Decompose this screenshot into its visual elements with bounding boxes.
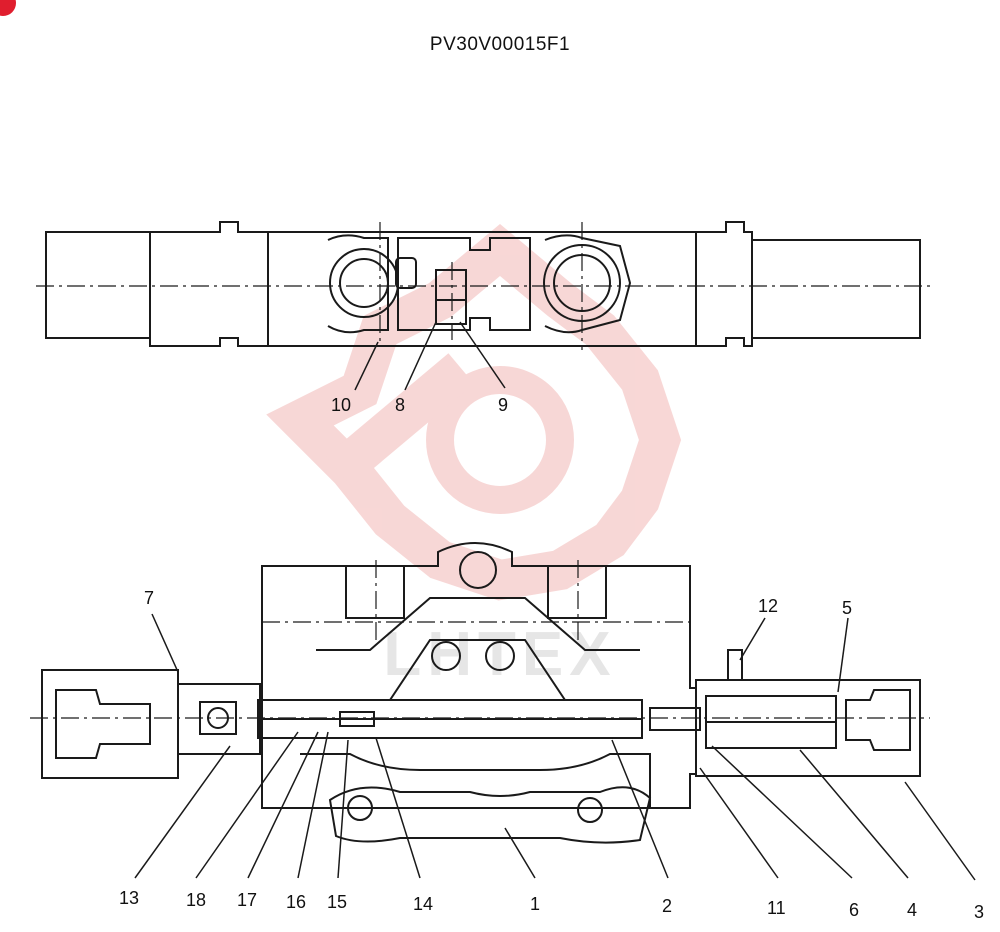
label-3: 3: [974, 902, 985, 922]
label-9: 9: [498, 395, 509, 415]
label-14: 14: [413, 894, 434, 914]
label-6: 6: [849, 900, 860, 920]
label-16: 16: [286, 892, 307, 912]
drawing-title: PV30V00015F1: [429, 34, 571, 55]
label-4: 4: [907, 900, 918, 920]
section-centerlines: [30, 560, 930, 719]
label-11: 11: [767, 898, 786, 918]
label-2: 2: [662, 896, 673, 916]
corner-badge: [0, 0, 16, 16]
top-centerlines: [36, 222, 930, 350]
label-15: 15: [327, 892, 348, 912]
watermark-text: LHTEX: [383, 620, 616, 689]
label-18: 18: [186, 890, 207, 910]
top-view: [45, 221, 921, 347]
watermark-logo: [266, 223, 682, 601]
label-12: 12: [758, 596, 779, 616]
label-5: 5: [842, 598, 853, 618]
label-17: 17: [237, 890, 258, 910]
top-leaders: [354, 321, 506, 391]
label-8: 8: [395, 395, 406, 415]
label-7: 7: [144, 588, 155, 608]
label-1: 1: [530, 894, 541, 914]
label-13: 13: [119, 888, 140, 908]
section-view: [41, 542, 921, 844]
section-leaders: [134, 613, 976, 881]
label-10: 10: [331, 395, 352, 415]
